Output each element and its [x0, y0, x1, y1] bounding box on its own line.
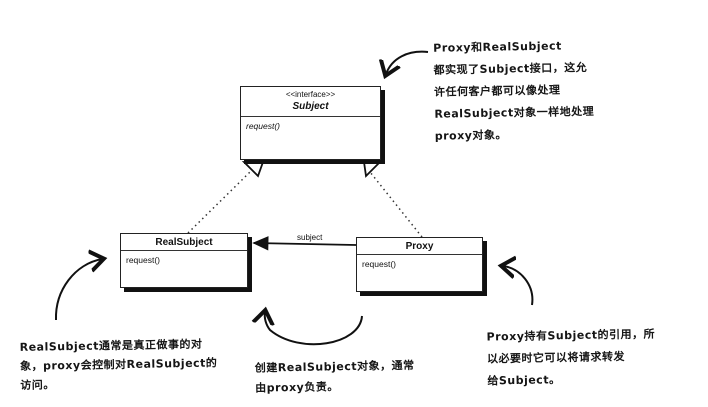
curved-arrow-right-note — [503, 266, 534, 306]
realsubject-header: RealSubject — [121, 234, 247, 251]
note-line: 象，proxy会控制对RealSubject的 — [19, 356, 218, 373]
curved-arrow-middle-note — [265, 312, 363, 346]
association-arrow — [252, 236, 357, 251]
realization-line-realsubject — [187, 171, 251, 234]
subject-name: Subject — [292, 101, 329, 112]
note-creation: 创建RealSubject对象，通常 由proxy负责。 — [255, 355, 446, 398]
curved-arrow-top-note — [386, 50, 429, 74]
note-line: Proxy持有Subject的引用，所 — [486, 327, 656, 344]
note-proxy-reference: Proxy持有Subject的引用，所 以必要时它可以将请求转发 给Subjec… — [486, 324, 657, 393]
note-line: proxy对象。 — [434, 128, 508, 143]
proxy-class-box: Proxy request() — [356, 237, 483, 292]
subject-stereotype: <<interface>> — [285, 90, 336, 99]
note-line: 由proxy负责。 — [255, 380, 339, 395]
subject-method: request() — [246, 121, 281, 131]
association-label: subject — [297, 233, 323, 242]
realsubject-name: RealSubject — [155, 237, 213, 248]
curved-arrow-left-note — [54, 259, 102, 321]
realsubject-method: request() — [126, 255, 161, 265]
proxy-header: Proxy — [357, 238, 482, 255]
subject-interface-box: <<interface>> Subject request() — [240, 86, 381, 160]
realization-triangle-right — [362, 161, 383, 178]
note-line: 访问。 — [20, 378, 55, 392]
subject-header: <<interface>> Subject — [241, 87, 380, 117]
realsubject-class-box: RealSubject request() — [120, 233, 248, 288]
note-line: 给Subject。 — [487, 373, 561, 388]
realization-line-proxy — [369, 171, 423, 238]
note-realsubject: RealSubject通常是真正做事的对 象，proxy会控制对RealSubj… — [20, 334, 241, 395]
note-shared-interface: Proxy和RealSubject 都实现了Subject接口，这允 许任何客户… — [433, 34, 630, 147]
proxy-method: request() — [362, 259, 397, 269]
proxy-name: Proxy — [405, 241, 434, 252]
realization-triangle-left — [241, 161, 265, 178]
note-line: 以必要时它可以将请求转发 — [486, 350, 626, 366]
